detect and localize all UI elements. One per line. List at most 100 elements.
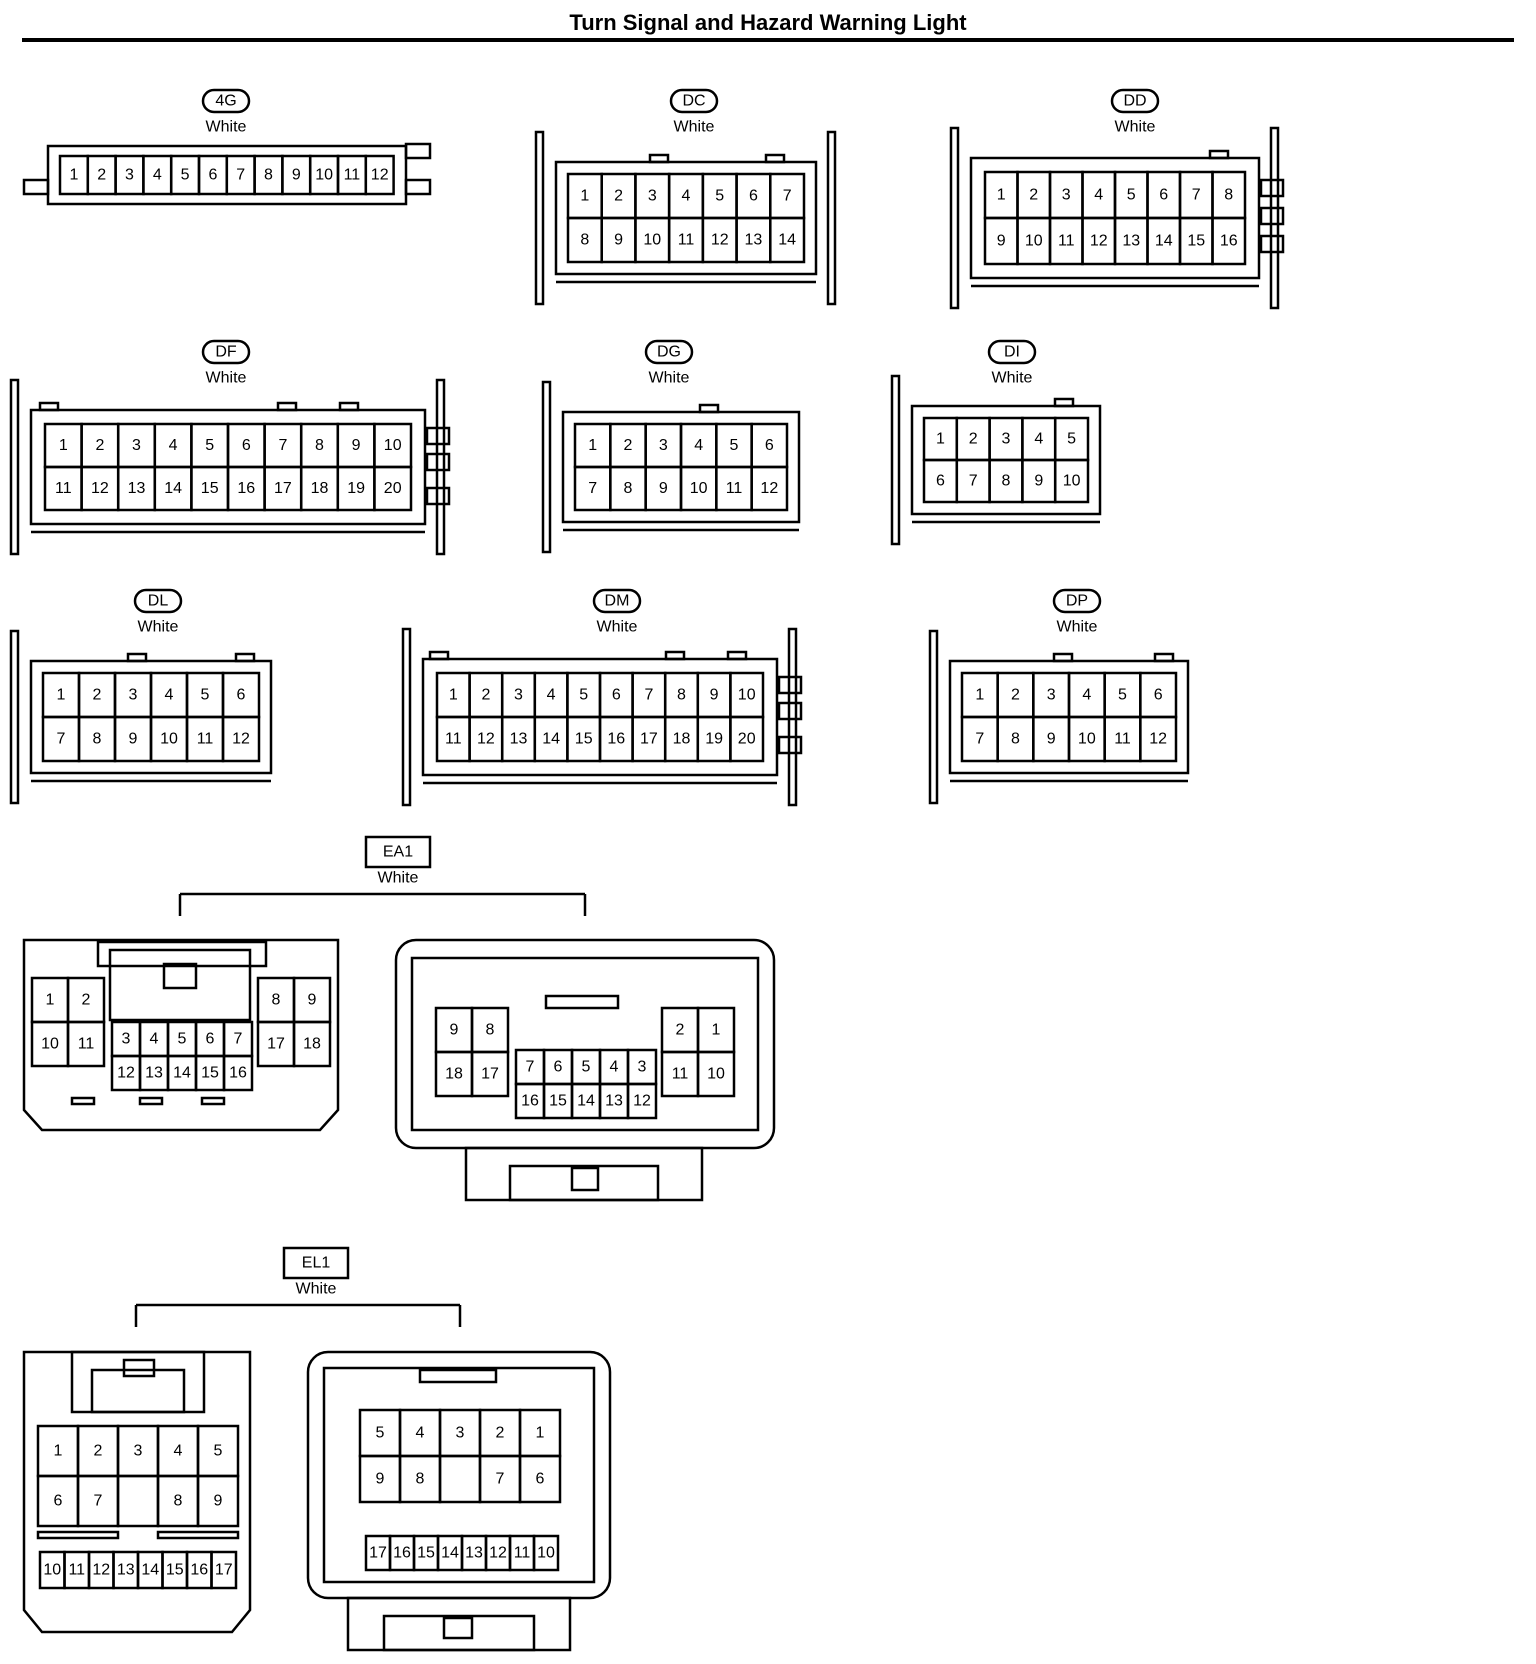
- pin-number: 19: [347, 480, 365, 497]
- pin-number: 15: [166, 1562, 184, 1579]
- pin-number: 9: [292, 167, 301, 184]
- pin-number: 10: [1078, 731, 1096, 748]
- housing-rib: [1053, 397, 1075, 408]
- female-lock: [464, 1146, 704, 1202]
- pin-number: 11: [1114, 731, 1131, 748]
- connector-id-box: [364, 835, 432, 869]
- pin-number: 14: [164, 480, 182, 497]
- key-block: [1259, 178, 1285, 198]
- pin-number: 7: [969, 473, 978, 490]
- pin-number: 16: [237, 480, 255, 497]
- pin-number: 6: [237, 687, 246, 704]
- pin-number: 14: [542, 731, 560, 748]
- pin-number: 10: [643, 232, 661, 249]
- pin-number: 6: [554, 1059, 563, 1076]
- pin-number: 10: [707, 1066, 725, 1083]
- male-housing: [22, 938, 340, 1132]
- pin-number: 10: [1025, 233, 1043, 250]
- pin-number: 4: [169, 437, 178, 454]
- pin-number: 19: [705, 731, 723, 748]
- pin-number: 6: [1154, 687, 1163, 704]
- latch-flange: [9, 629, 20, 805]
- pin-number: 15: [201, 480, 219, 497]
- connector-color: White: [597, 619, 638, 636]
- pin-number: 3: [1047, 687, 1056, 704]
- pin-number: 3: [514, 687, 523, 704]
- pin-cavity: [696, 1050, 736, 1098]
- pin-number: 11: [344, 167, 361, 184]
- pin-number: 9: [614, 232, 623, 249]
- title-rule: [22, 38, 1514, 42]
- latch-flange: [890, 374, 901, 546]
- pin-number: 13: [605, 1093, 623, 1110]
- connector-id-pill: [201, 339, 251, 365]
- pin-number: 4: [682, 188, 691, 205]
- housing-outline: [421, 657, 779, 777]
- pin-number: 2: [82, 992, 91, 1009]
- pin-number: 14: [1155, 233, 1173, 250]
- key-slot: [544, 994, 620, 1010]
- pin-number: 3: [122, 1031, 131, 1048]
- connector-color: White: [138, 619, 179, 636]
- pin-number: 5: [205, 437, 214, 454]
- pin-number: 15: [201, 1065, 219, 1082]
- pin-number: 16: [190, 1562, 208, 1579]
- pin-number: 8: [580, 232, 589, 249]
- housing-rib: [648, 153, 670, 164]
- pin-number: 2: [1011, 687, 1020, 704]
- pin-number: 4: [610, 1059, 619, 1076]
- female-inner: [322, 1366, 596, 1584]
- pin-number: 9: [450, 1022, 459, 1039]
- pin-number: 8: [1224, 187, 1233, 204]
- lock-tab: [122, 1358, 156, 1378]
- pin-number: 6: [612, 687, 621, 704]
- pin-number: 7: [644, 687, 653, 704]
- key-block: [777, 675, 803, 695]
- connector-id-pill: [592, 588, 642, 614]
- pin-cavity: [750, 465, 789, 512]
- pin-number: 5: [201, 687, 210, 704]
- connector-color: White: [1115, 119, 1156, 136]
- pin-number: 16: [607, 731, 625, 748]
- pin-number: 6: [242, 437, 251, 454]
- pin-number: 11: [678, 232, 695, 249]
- pin-number: 1: [59, 437, 68, 454]
- connector-id: DL: [148, 593, 169, 610]
- connector-id: DG: [657, 344, 681, 361]
- pin-number: 16: [393, 1545, 411, 1562]
- connector-id-pill: [1110, 88, 1160, 114]
- pin-number: 11: [1058, 233, 1075, 250]
- connector-id-pill: [669, 88, 719, 114]
- pin-number: 20: [384, 480, 402, 497]
- pin-number: 14: [778, 232, 796, 249]
- pin-number: 16: [521, 1093, 539, 1110]
- pin-number: 4: [1082, 687, 1091, 704]
- pin-number: 2: [969, 431, 978, 448]
- pin-number: 11: [726, 480, 743, 497]
- pin-number: 3: [134, 1443, 143, 1460]
- pin-cavity: [210, 1550, 238, 1590]
- housing-rib: [1153, 652, 1175, 663]
- pin-number: 1: [936, 431, 945, 448]
- pin-number: 1: [69, 167, 78, 184]
- pin-number: 15: [549, 1093, 567, 1110]
- pin-number: 10: [315, 167, 333, 184]
- connector-color: White: [206, 119, 247, 136]
- pin-number: 1: [57, 687, 66, 704]
- pin-number: 9: [214, 1493, 223, 1510]
- pin-number: 5: [730, 437, 739, 454]
- pin-number: 2: [481, 687, 490, 704]
- housing-outline: [969, 156, 1261, 280]
- housing-rib: [428, 650, 450, 661]
- pin-number: 4: [1094, 187, 1103, 204]
- pin-number: 4: [547, 687, 556, 704]
- pin-number: 2: [624, 437, 633, 454]
- pin-number: 10: [160, 731, 178, 748]
